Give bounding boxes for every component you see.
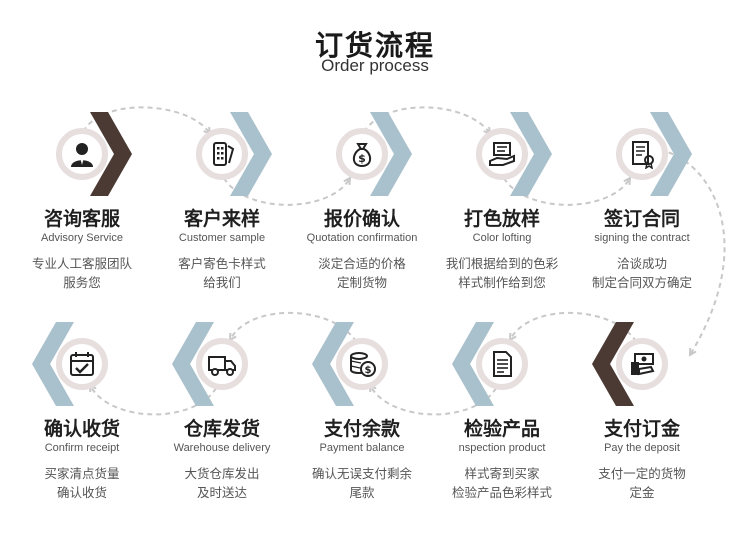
customer-service-agent-icon — [56, 128, 108, 180]
step-description-line: 样式寄到买家 — [464, 466, 540, 481]
chevron-arrow-icon — [312, 322, 354, 406]
step-subtitle: Customer sample — [178, 232, 266, 244]
chevron-arrow-icon — [172, 322, 214, 406]
connector-path — [509, 311, 641, 351]
step-subtitle: Payment balance — [319, 442, 405, 454]
step-description-line: 给我们 — [203, 275, 241, 290]
money-bag-icon: $ — [336, 128, 388, 180]
step-description: 淡定合适的价格定制货物 — [292, 254, 432, 292]
step-description-line: 买家清点货量 — [44, 466, 120, 481]
step-subtitle: Pay the deposit — [604, 442, 680, 454]
process-step: 仓库发货 Warehouse delivery 大货仓库发出及时送达 — [152, 322, 292, 502]
step-title: 报价确认 — [323, 208, 400, 230]
color-card-icon — [196, 128, 248, 180]
hand-document-icon — [476, 128, 528, 180]
cash-payment-icon — [616, 338, 668, 390]
process-step: $ 报价确认 Quotation confirmation 淡定合适的价格定制货物 — [292, 112, 432, 292]
step-description: 买家清点货量确认收货 — [12, 464, 152, 502]
step-description-line: 支付一定的货物 — [598, 466, 686, 481]
step-title: 客户来样 — [183, 208, 260, 230]
step-description-line: 检验产品色彩样式 — [451, 485, 552, 500]
chevron-arrow-icon — [32, 322, 74, 406]
svg-text:$: $ — [358, 152, 366, 165]
chevron-arrow-icon — [510, 112, 552, 196]
step-description: 支付一定的货物定金 — [572, 464, 712, 502]
calendar-check-icon — [56, 338, 108, 390]
step-description-line: 样式制作给到您 — [458, 275, 546, 290]
connector-arrowhead — [343, 176, 352, 186]
step-subtitle: Quotation confirmation — [306, 232, 418, 244]
step-subtitle: Advisory Service — [41, 232, 123, 244]
connector-path — [219, 169, 351, 206]
process-step: $ 支付余款 Payment balance 确认无误支付剩余尾款 — [292, 322, 432, 502]
step-description-line: 客户寄色卡样式 — [178, 256, 266, 271]
step-description-line: 尾款 — [349, 485, 375, 500]
step-description-line: 确认收货 — [56, 485, 107, 500]
step-description-line: 定制货物 — [336, 275, 387, 290]
step-description-line: 制定合同双方确定 — [591, 275, 692, 290]
process-step: 客户来样 Customer sample 客户寄色卡样式给我们 — [152, 112, 292, 292]
process-step: 支付订金 Pay the deposit 支付一定的货物定金 — [572, 322, 712, 502]
page-subtitle: Order process — [321, 56, 429, 75]
step-title: 支付订金 — [603, 418, 680, 440]
step-title: 支付余款 — [323, 418, 400, 440]
connector-path — [229, 311, 361, 351]
step-description-line: 洽谈成功 — [616, 256, 667, 271]
connector-path — [79, 106, 211, 141]
document-list-icon — [476, 338, 528, 390]
step-subtitle: Confirm receipt — [44, 442, 120, 454]
step-description: 确认无误支付剩余尾款 — [292, 464, 432, 502]
process-step: 打色放样 Color lofting 我们根据给到的色彩样式制作给到您 — [432, 112, 572, 292]
step-description: 客户寄色卡样式给我们 — [152, 254, 292, 292]
step-title: 检验产品 — [463, 418, 540, 440]
step-description-line: 淡定合适的价格 — [318, 256, 406, 271]
step-description-line: 及时送达 — [196, 485, 247, 500]
contract-icon — [616, 128, 668, 180]
step-description-line: 定金 — [629, 485, 655, 500]
delivery-truck-icon — [196, 338, 248, 390]
step-description: 我们根据给到的色彩样式制作给到您 — [432, 254, 572, 292]
step-title: 仓库发货 — [183, 418, 260, 440]
process-step: 咨询客服 Advisory Service 专业人工客服团队服务您 — [12, 112, 152, 292]
chevron-arrow-icon — [592, 322, 634, 406]
process-step: 检验产品 nspection product 样式寄到买家检验产品色彩样式 — [432, 322, 572, 502]
step-description-line: 确认无误支付剩余 — [311, 466, 412, 481]
chevron-arrow-icon — [370, 112, 412, 196]
connector-arrowhead — [623, 176, 632, 186]
chevron-arrow-icon — [650, 112, 692, 196]
step-subtitle: signing the contract — [594, 232, 690, 244]
step-description: 洽谈成功制定合同双方确定 — [572, 254, 712, 292]
connector-arrowhead — [688, 347, 697, 357]
process-step: 签订合同 signing the contract 洽谈成功制定合同双方确定 — [572, 112, 712, 292]
step-description: 专业人工客服团队服务您 — [12, 254, 152, 292]
svg-text:$: $ — [365, 365, 372, 376]
step-title: 打色放样 — [463, 208, 540, 230]
step-title: 确认收货 — [43, 418, 120, 440]
step-description-line: 服务您 — [63, 275, 101, 290]
step-description-line: 专业人工客服团队 — [31, 256, 132, 271]
chevron-arrow-icon — [452, 322, 494, 406]
connector-path — [89, 379, 221, 416]
coins-dollar-icon: $ — [336, 338, 388, 390]
page-title: 订货流程 — [314, 29, 435, 62]
step-description: 大货仓库发出及时送达 — [152, 464, 292, 502]
step-title: 签订合同 — [603, 208, 680, 230]
step-description-line: 我们根据给到的色彩 — [445, 256, 559, 271]
step-description: 样式寄到买家检验产品色彩样式 — [432, 464, 572, 502]
step-subtitle: Color lofting — [472, 232, 532, 244]
connector-path — [359, 106, 491, 141]
step-subtitle: Warehouse delivery — [173, 442, 271, 454]
step-subtitle: nspection product — [458, 442, 546, 454]
step-description-line: 大货仓库发出 — [184, 466, 260, 481]
connector-path — [369, 379, 501, 416]
chevron-arrow-icon — [230, 112, 272, 196]
connector-path — [499, 169, 631, 206]
chevron-arrow-icon — [90, 112, 132, 196]
step-title: 咨询客服 — [43, 208, 120, 230]
